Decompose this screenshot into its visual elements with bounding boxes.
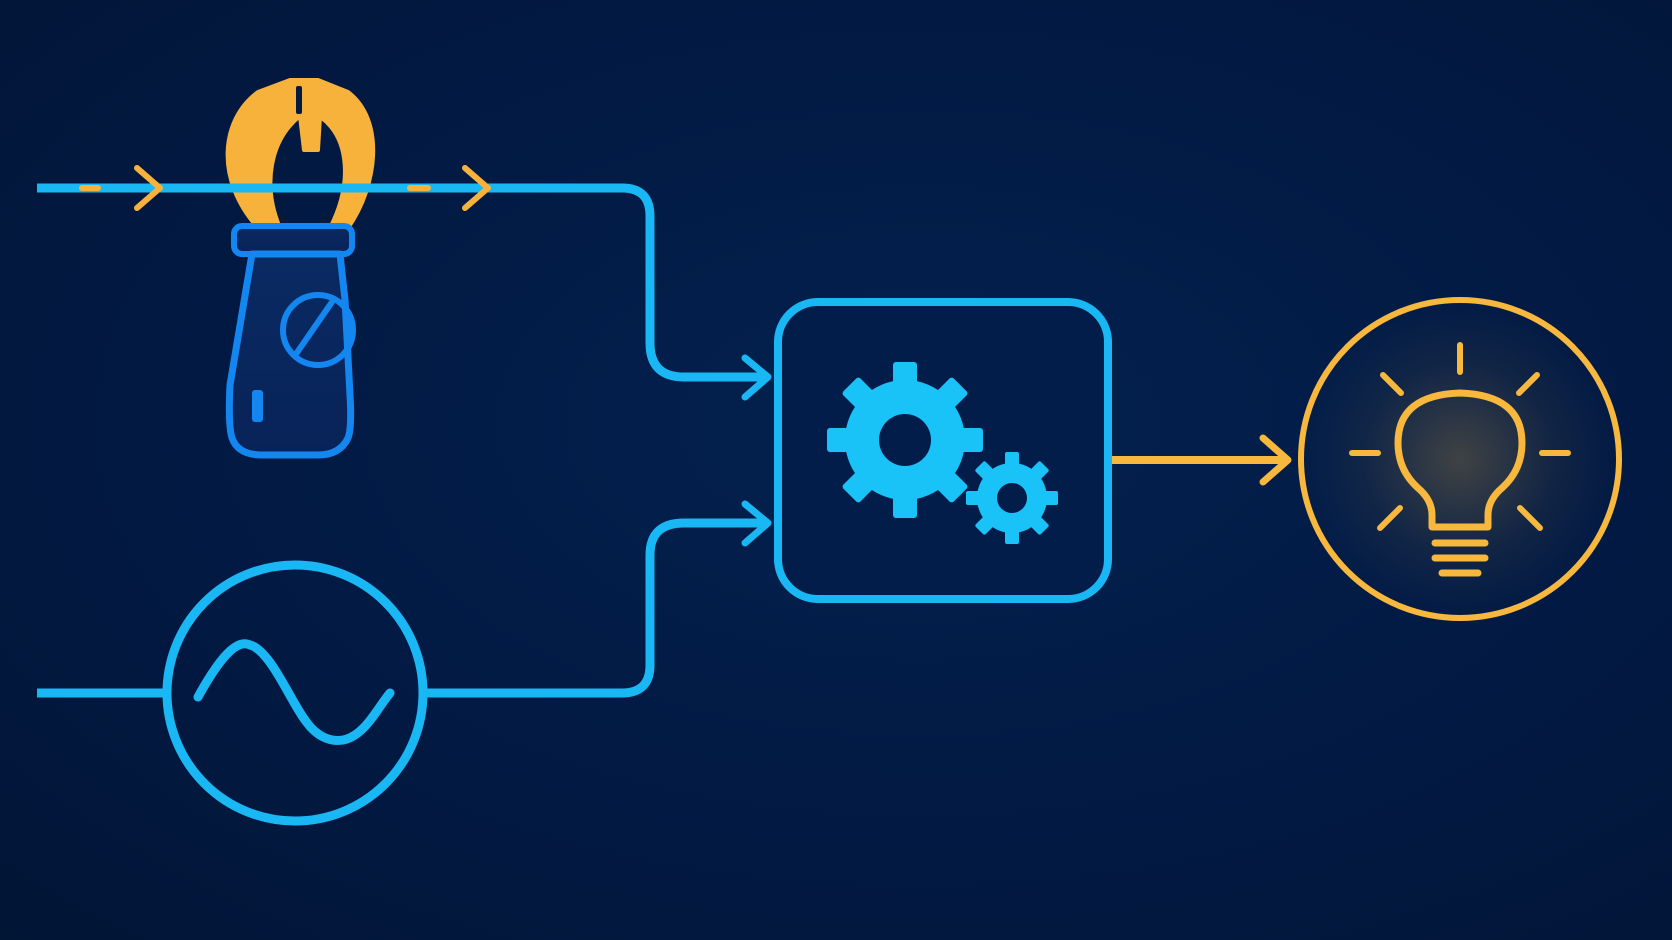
ac-source-icon: [162, 560, 428, 826]
gears-icon: [827, 362, 1058, 544]
current-direction-arrow-icon: [134, 165, 163, 211]
arrow-head-icon: [1259, 434, 1292, 486]
ac-source-wire: [37, 500, 772, 698]
arrow-head-icon: [741, 500, 772, 547]
processor-box: [774, 298, 1112, 603]
current-direction-arrow-icon: [462, 165, 491, 211]
clamp-meter-icon: [225, 78, 376, 459]
top-current-wire: [37, 165, 772, 401]
light-rays: [1349, 342, 1571, 531]
arrow-head-icon: [741, 354, 772, 401]
light-bulb-icon: [1298, 297, 1622, 621]
output-arrow: [1112, 434, 1292, 486]
